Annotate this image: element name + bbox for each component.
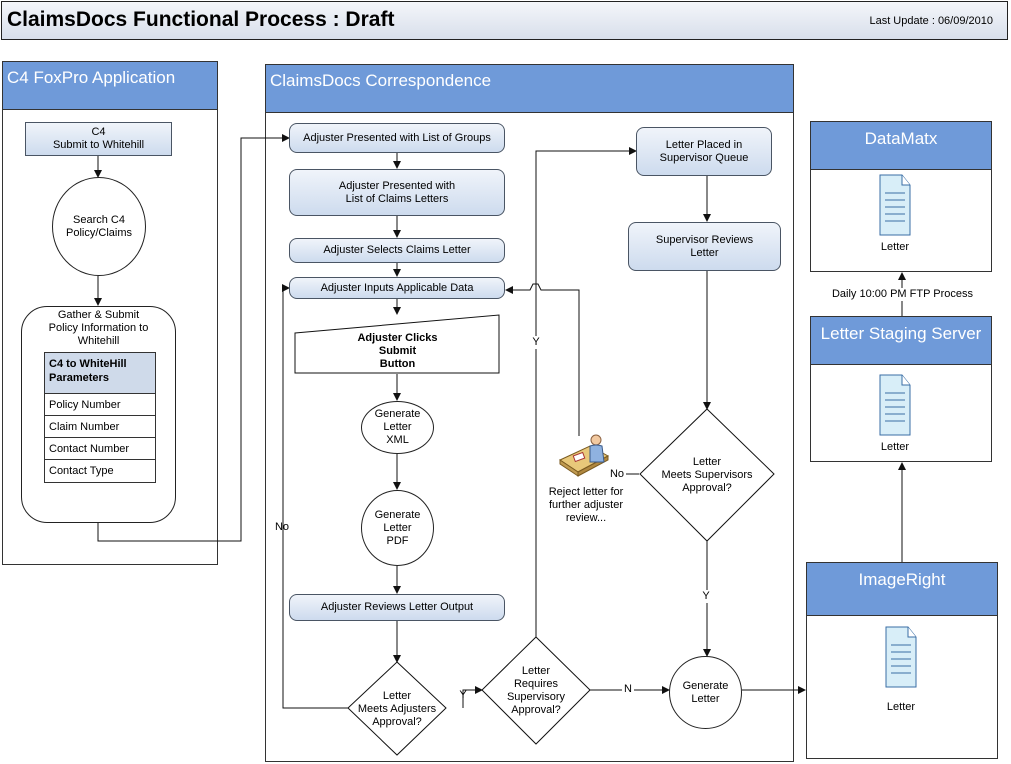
step-input-data: Adjuster Inputs Applicable Data	[289, 277, 505, 299]
decision-adjuster-shape	[347, 661, 447, 756]
staging-title: Letter Staging Server	[820, 324, 982, 343]
decision-supervisory-shape	[481, 636, 591, 745]
lane-c4-title: C4 FoxPro Application	[7, 68, 176, 87]
label-y-supervisory: Y	[530, 336, 542, 349]
search-c4-circle: Search C4 Policy/Claims	[52, 177, 146, 276]
imageright-title: ImageRight	[858, 570, 946, 589]
staging-doc-label: Letter	[880, 441, 910, 453]
param-row: Contact Type	[49, 465, 114, 477]
imageright-doc-label: Letter	[886, 701, 916, 713]
step-supervisor-queue: Letter Placed in Supervisor Queue	[636, 127, 772, 176]
staging-doc-icon	[879, 374, 911, 436]
step-reviews-output: Adjuster Reviews Letter Output	[289, 594, 505, 621]
staging-header: Letter Staging Server	[811, 317, 991, 365]
param-row: Contact Number	[45, 438, 155, 460]
parameters-table: C4 to WhiteHill Parameters Policy Number…	[44, 352, 156, 483]
step-list-of-letters: Adjuster Presented with List of Claims L…	[289, 169, 505, 216]
label-n-supervisory: N	[622, 683, 634, 696]
lane-claimsdocs-header: ClaimsDocs Correspondence	[266, 65, 793, 113]
lane-c4-header: C4 FoxPro Application	[3, 62, 217, 110]
lane-datamatx: DataMatx	[810, 121, 992, 272]
gather-submit-container: Gather & Submit Policy Information to Wh…	[21, 306, 176, 523]
parameters-table-header: C4 to WhiteHill Parameters	[45, 353, 155, 394]
last-update: Last Update : 06/09/2010	[869, 15, 993, 27]
param-row: Claim Number	[45, 416, 155, 438]
step-list-of-groups: Adjuster Presented with List of Groups	[289, 123, 505, 153]
step-submit-button: Adjuster Clicks Submit Button	[357, 332, 438, 370]
reject-letter-label: Reject letter for further adjuster revie…	[548, 486, 624, 524]
decision-supervisory-approval: Letter Requires Supervisory Approval?	[506, 665, 566, 716]
submit-button-shape	[294, 314, 500, 374]
step-supervisor-reviews: Supervisor Reviews Letter	[628, 222, 781, 271]
datamatx-title: DataMatx	[864, 129, 938, 148]
page-title: ClaimsDocs Functional Process : Draft	[7, 8, 395, 31]
generate-pdf-circle: Generate Letter PDF	[361, 490, 434, 566]
decision-supervisor-approval: Letter Meets Supervisors Approval?	[661, 456, 753, 494]
datamatx-header: DataMatx	[811, 122, 991, 170]
decision-supervisor-shape	[639, 408, 775, 542]
param-row: Policy Number	[45, 394, 155, 416]
gather-submit-label: Gather & Submit Policy Information to Wh…	[48, 309, 149, 347]
step-select-letter: Adjuster Selects Claims Letter	[289, 238, 505, 263]
title-bar: ClaimsDocs Functional Process : Draft La…	[1, 1, 1008, 40]
datamatx-doc-icon	[879, 174, 911, 236]
label-no-reject: No	[608, 468, 626, 481]
c4-submit-box: C4 Submit to Whitehill	[25, 122, 172, 156]
person-at-desk-icon	[558, 434, 610, 477]
label-no-loop: No	[274, 521, 290, 533]
label-y-supervisor: Y	[700, 590, 712, 603]
imageright-header: ImageRight	[807, 563, 997, 616]
ftp-process-label: Daily 10:00 PM FTP Process	[820, 288, 985, 301]
imageright-doc-icon	[885, 626, 917, 688]
generate-letter-circle: Generate Letter	[669, 656, 742, 729]
label-y-adjuster: Y	[459, 689, 467, 701]
lane-claimsdocs-title: ClaimsDocs Correspondence	[270, 71, 492, 90]
datamatx-doc-label: Letter	[880, 241, 910, 253]
decision-adjuster-approval: Letter Meets Adjusters Approval?	[357, 690, 437, 728]
generate-xml-circle: Generate Letter XML	[361, 401, 434, 454]
